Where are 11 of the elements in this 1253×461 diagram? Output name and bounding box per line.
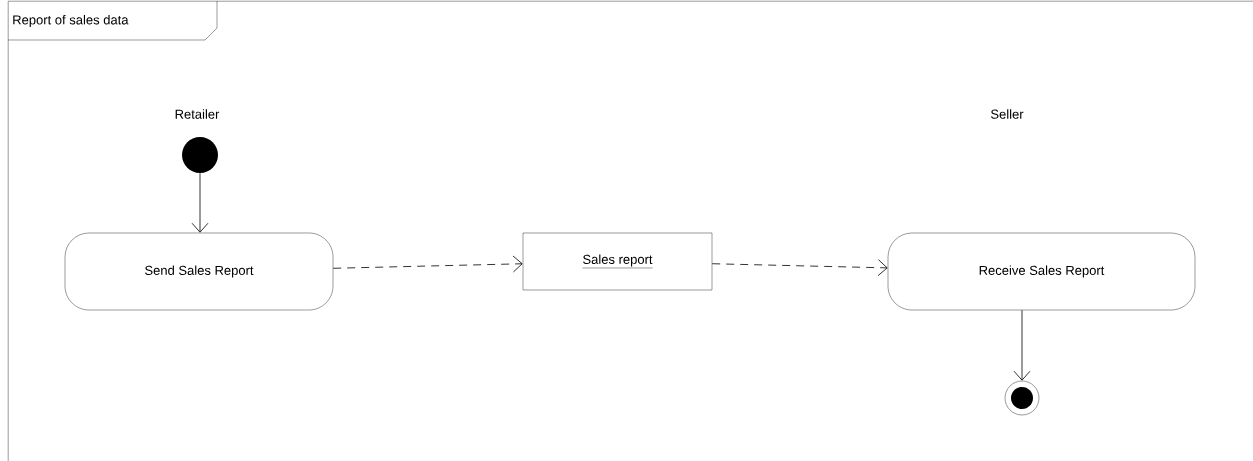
initial-node xyxy=(182,137,218,173)
final-node xyxy=(1004,380,1040,416)
arrow xyxy=(711,259,888,277)
action-box: Send Sales Report xyxy=(64,232,334,311)
arrow xyxy=(1013,309,1031,381)
lane-label: Seller xyxy=(991,109,1024,119)
arrow xyxy=(191,172,209,233)
arrow xyxy=(332,255,523,273)
lane-label: Retailer xyxy=(175,109,220,119)
object-box: Sales report xyxy=(522,232,713,291)
action-box: Receive Sales Report xyxy=(887,232,1196,311)
